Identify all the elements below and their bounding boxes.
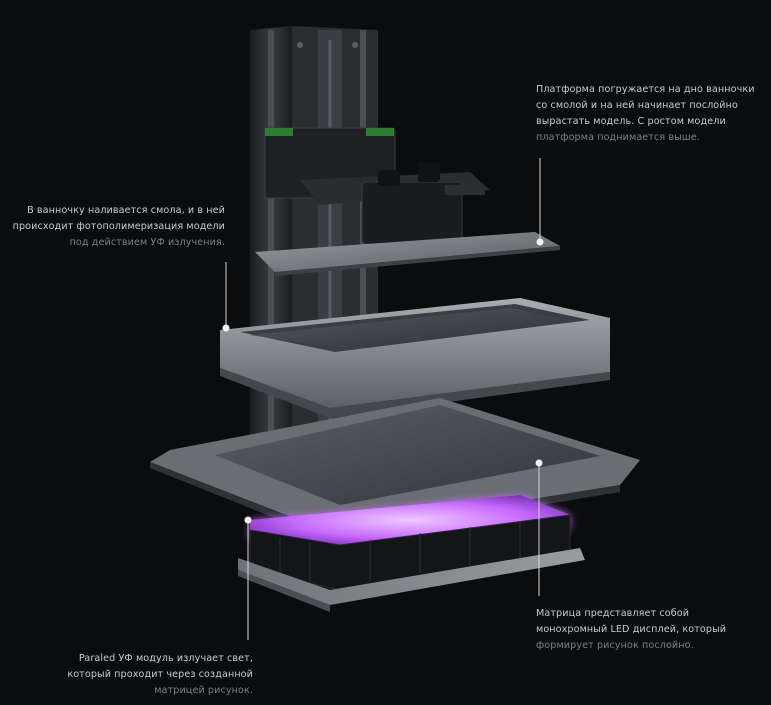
platform-callout: Платформа погружается на дно ванночки со…: [536, 82, 755, 146]
base-board: [238, 548, 585, 612]
vat-callout-line: В ванночку наливается смола, и в ней: [27, 205, 225, 216]
platform-callout-line: со смолой и на ней начинает послойно: [536, 100, 738, 111]
platform-callout-line: платформа поднимается выше.: [536, 132, 700, 143]
uv-module-callout-line: Paraled УФ модуль излучает свет,: [78, 653, 253, 664]
uv-marker: [244, 516, 252, 524]
vat-callout-line: под действием УФ излучения.: [69, 237, 225, 248]
uv-module-callout-line: который проходит через созданной: [67, 669, 253, 680]
uv-module-callout: Paraled УФ модуль излучает свет, который…: [67, 651, 253, 699]
platform-carriage: [264, 127, 490, 245]
platform-callout-line: вырастать модель. С ростом модели: [536, 116, 726, 127]
matrix-callout-line: монохромный LED дисплей, который: [536, 624, 727, 635]
matrix-marker: [535, 459, 543, 467]
platform-marker: [536, 238, 544, 246]
vat-callout-line: происходит фотополимеризация модели: [12, 221, 225, 232]
matrix-callout: Матрица представляет собой монохромный L…: [536, 606, 726, 654]
resin-vat: [220, 298, 610, 418]
matrix-callout-line: Матрица представляет собой: [536, 608, 690, 619]
vat-marker: [222, 324, 230, 332]
vat-callout: В ванночку наливается смола, и в ней про…: [13, 203, 225, 251]
platform-callout-line: Платформа погружается на дно ванночки: [536, 84, 755, 95]
uv-module-callout-line: матрицей рисунок.: [154, 685, 253, 696]
uv-led-module: [249, 495, 571, 591]
matrix-callout-line: формирует рисунок послойно.: [536, 640, 694, 651]
build-platform: [255, 232, 560, 276]
